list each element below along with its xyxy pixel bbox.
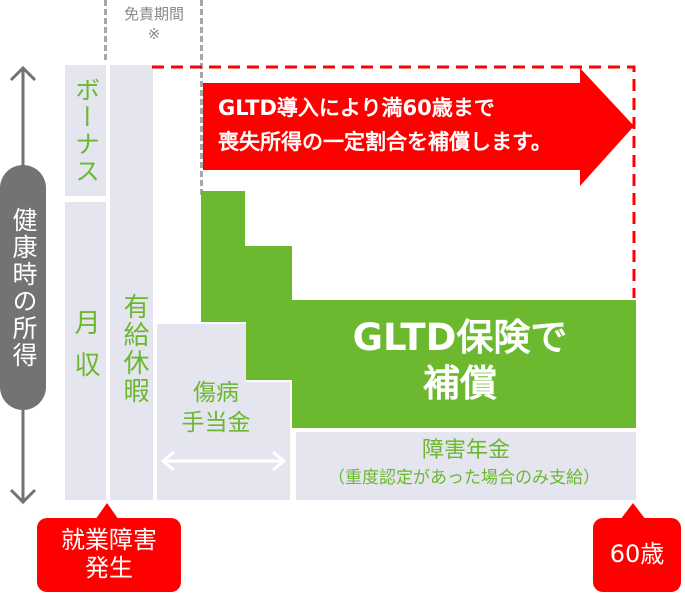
healthy-income-axis-label: 健康時の所得 [0, 165, 46, 410]
paid-leave-block: 有給休暇 [110, 65, 153, 500]
paid-leave-label: 有給休暇 [119, 293, 149, 405]
disability-pension-note: （重度認定があった場合のみ支給） [328, 468, 600, 488]
monthly-income-block: 月収 [65, 202, 106, 500]
end-callout-text: 60歳 [609, 540, 665, 569]
sickness-allowance-label: 傷病 手当金 [157, 378, 275, 438]
exemption-right-dashed-line [200, 0, 203, 195]
disability-pension-block: 障害年金 （重度認定があった場合のみ支給） [296, 432, 636, 500]
arrow-text-line1: GLTD導入により満60歳まで [218, 96, 495, 120]
start-callout: 就業障害 発生 [37, 518, 181, 592]
start-callout-line1: 就業障害 [61, 526, 157, 555]
arrow-text-line2: 喪失所得の一定割合を補償します。 [218, 130, 552, 154]
gltd-text-line1: GLTD保険で [352, 316, 568, 359]
bonus-label: ボーナス [71, 76, 101, 185]
sickness-allowance-line2: 手当金 [181, 410, 251, 436]
gltd-coverage-text: GLTD保険で 補償 [300, 315, 620, 407]
end-callout: 60歳 [593, 518, 681, 592]
sickness-allowance-line1: 傷病 [193, 380, 239, 406]
bonus-block: ボーナス [65, 65, 106, 196]
monthly-income-label: 月収 [70, 309, 100, 393]
arrow-text: GLTD導入により満60歳まで 喪失所得の一定割合を補償します。 [218, 91, 588, 159]
gltd-text-line2: 補償 [423, 362, 497, 405]
disability-pension-title: 障害年金 [421, 438, 510, 463]
axis-label-text: 健康時の所得 [9, 206, 38, 369]
exemption-period-label: 免責期間 ※ [104, 4, 204, 44]
exemption-left-dashed-line [104, 0, 107, 60]
exemption-mark: ※ [147, 25, 161, 43]
exemption-period-text: 免責期間 [123, 5, 184, 23]
start-callout-line2: 発生 [85, 554, 133, 582]
